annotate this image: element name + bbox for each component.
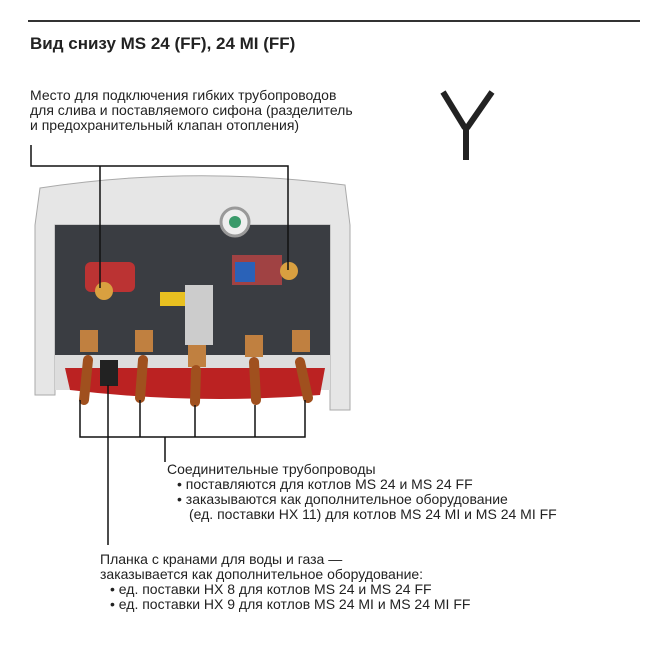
boiler-body [34,175,351,411]
callout-heading: Планка с кранами для воды и газа — [100,551,343,567]
callout-heading: заказывается как дополнительное оборудов… [100,566,424,582]
callout-line: и предохранительный клапан отопления) [30,117,300,133]
bullet-item: заказываются как дополнительное оборудов… [167,492,557,507]
callout-heading: Соединительные трубопроводы [167,461,376,477]
callout-drain-connection: Место для подключения гибких трубопровод… [30,88,353,133]
leader-lines [30,145,306,545]
callout-line: Место для подключения гибких трубопровод… [30,87,337,103]
callout-line: для слива и поставляемого сифона (раздел… [30,102,353,118]
bullet-continuation: (ед. поставки HX 11) для котлов MS 24 MI… [189,506,557,522]
bullet-item: поставляются для котлов MS 24 и MS 24 FF [167,477,557,492]
top-rule [28,20,640,22]
page-title: Вид снизу MS 24 (FF), 24 MI (FF) [30,34,296,53]
splitter-icon [440,90,495,160]
bullet-item: ед. поставки HX 9 для котлов MS 24 MI и … [100,597,471,612]
bullet-item: ед. поставки HX 8 для котлов MS 24 и MS … [100,582,470,597]
callout-valve-bar: Планка с кранами для воды и газа — заказ… [100,552,470,612]
callout-connecting-pipes: Соединительные трубопроводы поставляются… [167,462,557,522]
